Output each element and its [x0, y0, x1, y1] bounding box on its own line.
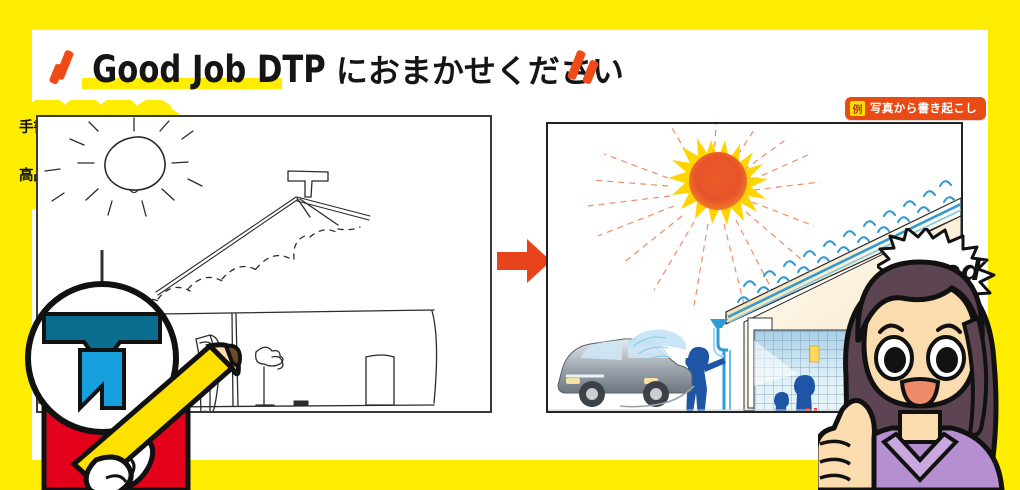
thumbs-up-woman-character	[818, 259, 1005, 490]
sun-icon	[689, 152, 747, 210]
mouth	[899, 377, 941, 409]
washing-person-silhouette	[685, 346, 726, 411]
title-highlight	[82, 78, 282, 89]
badge-label: 写真から書き起こし	[870, 103, 978, 115]
dtp-mascot-character	[25, 250, 243, 490]
collar	[880, 431, 960, 483]
example-icon: 例	[850, 100, 865, 116]
mascot-logo-bottom	[78, 348, 126, 413]
pencil-icon	[70, 342, 243, 490]
thumbs-up-hand	[818, 398, 877, 490]
car	[557, 338, 693, 407]
transform-arrow-icon	[497, 239, 551, 283]
example-badge[interactable]: 例 写真から書き起こし	[845, 97, 987, 120]
title-english: Good Job DTP	[92, 48, 326, 91]
